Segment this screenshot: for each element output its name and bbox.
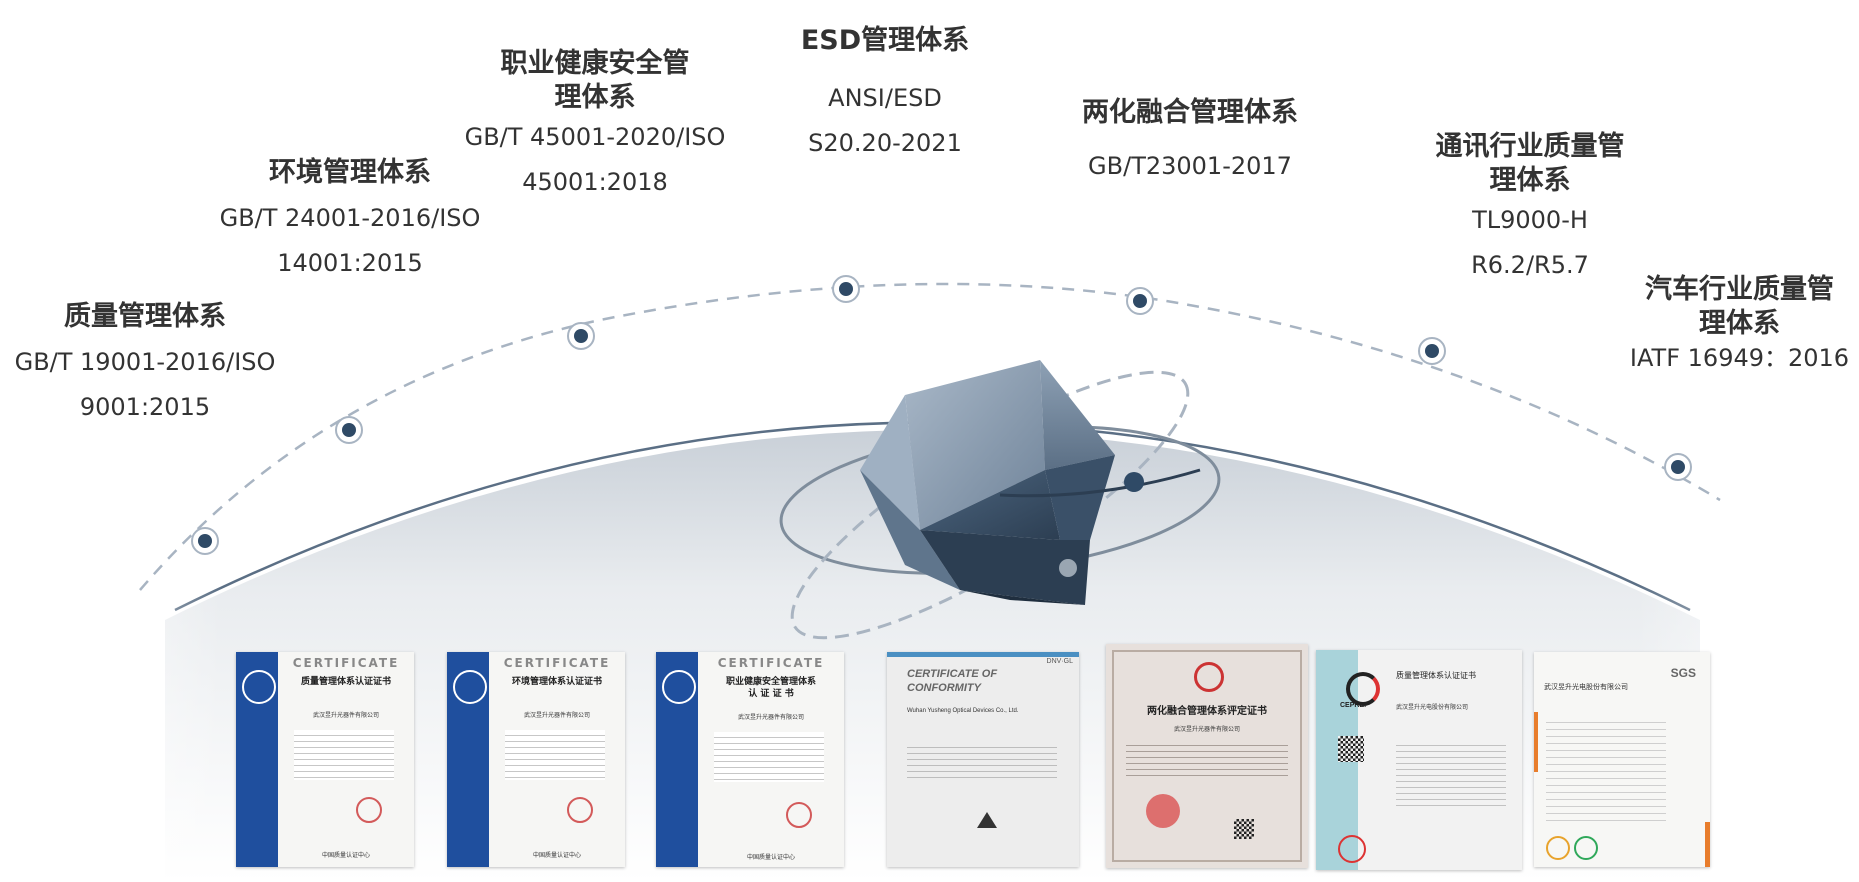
- top-stripe: [887, 652, 1079, 657]
- logo-triangle-icon: [977, 812, 997, 828]
- system-environment-std-2: 14001:2015: [277, 249, 423, 277]
- system-esd: ESD管理体系 ANSI/ESD S20.20-2021: [740, 24, 1030, 166]
- system-esd-std-2: S20.20-2021: [808, 129, 962, 157]
- cqc-logo-icon: [662, 670, 696, 704]
- cert-footer: 中国质量认证中心: [746, 854, 795, 861]
- seal-icon: [786, 802, 812, 828]
- cert-footer: 中国质量认证中心: [532, 852, 581, 859]
- certificate-automotive: SGS 武汉昱升光电股份有限公司: [1534, 652, 1710, 867]
- cert-heading-1: CERTIFICATE OF: [907, 668, 998, 680]
- system-esd-title: ESD管理体系: [800, 25, 970, 56]
- cert-heading: CERTIFICATE: [292, 656, 400, 670]
- cert-company: 武汉昱升光器件有限公司: [312, 712, 379, 719]
- cert-title: 质量管理体系认证证书: [300, 677, 391, 687]
- system-environment-title: 环境管理体系: [269, 157, 431, 188]
- system-telecom-title-1: 通讯行业质量管: [1435, 131, 1625, 162]
- cert-company: 武汉昱升光电股份有限公司: [1396, 705, 1469, 711]
- system-ohs-title-1: 职业健康安全管: [500, 48, 690, 79]
- certificate-integration: 两化融合管理体系评定证书 武汉昱升光器件有限公司: [1106, 644, 1308, 868]
- cert-brand: DNV·GL: [1046, 658, 1073, 665]
- cert-company: 武汉昱升光器件有限公司: [737, 714, 804, 721]
- cert-brand: CEPREI: [1340, 702, 1367, 709]
- cert-company: 武汉昱升光电股份有限公司: [1544, 684, 1628, 691]
- qr-code-icon: [1234, 819, 1254, 839]
- seal-icon: [567, 797, 593, 823]
- cert-heading: CERTIFICATE: [717, 656, 825, 670]
- cert-body-lines: [1126, 740, 1288, 780]
- system-ohs-title-2: 理体系: [554, 82, 636, 113]
- system-automotive-title-1: 汽车行业质量管: [1645, 274, 1834, 305]
- ceprei-logo-icon: [1346, 672, 1380, 706]
- cert-body-lines: [714, 732, 824, 782]
- cert-title-2: 认 证 证 书: [748, 689, 794, 699]
- orange-stripe-right: [1705, 822, 1710, 867]
- seal-icon: [356, 797, 382, 823]
- qr-code-icon: [1338, 736, 1364, 762]
- system-quality-std-1: GB/T 19001-2016/ISO: [14, 348, 276, 376]
- system-environment-std-1: GB/T 24001-2016/ISO: [219, 204, 481, 232]
- cert-body-lines: [294, 730, 394, 780]
- cqc-logo-icon: [242, 670, 276, 704]
- cert-company: 武汉昱升光器件有限公司: [523, 712, 590, 719]
- cqc-logo-icon: [453, 670, 487, 704]
- cert-heading-2: CONFORMITY: [907, 682, 981, 694]
- certificate-ohs: CERTIFICATE 职业健康安全管理体系 认 证 证 书 武汉昱升光器件有限…: [656, 652, 844, 867]
- system-automotive-std-1: IATF 16949：2016: [1629, 344, 1850, 372]
- system-integration: 两化融合管理体系 GB/T23001-2017: [1045, 96, 1335, 189]
- system-ohs: 职业健康安全管 理体系 GB/T 45001-2020/ISO 45001:20…: [440, 47, 750, 205]
- system-telecom-std-1: TL9000-H: [1472, 206, 1588, 234]
- logo-icon: [1546, 836, 1570, 860]
- timeline-markers: [191, 275, 1692, 555]
- certificate-esd: DNV·GL CERTIFICATE OF CONFORMITY Wuhan Y…: [887, 652, 1079, 867]
- cert-body-lines: [1546, 716, 1666, 826]
- system-ohs-std-1: GB/T 45001-2020/ISO: [464, 123, 726, 151]
- cert-heading: CERTIFICATE: [503, 656, 611, 670]
- system-automotive: 汽车行业质量管 理体系 IATF 16949：2016: [1620, 273, 1859, 375]
- cert-title-1: 职业健康安全管理体系: [725, 677, 816, 687]
- system-environment: 环境管理体系 GB/T 24001-2016/ISO 14001:2015: [205, 156, 495, 286]
- system-ohs-std-2: 45001:2018: [522, 168, 668, 196]
- cert-body-lines: [505, 730, 605, 780]
- logo-icon-2: [1574, 836, 1598, 860]
- cert-frame: [1112, 650, 1302, 862]
- cert-company: 武汉昱升光器件有限公司: [1173, 726, 1240, 733]
- cert-title: 环境管理体系认证证书: [511, 677, 602, 687]
- certificate-telecom: CEPREI 质量管理体系认证证书 武汉昱升光电股份有限公司: [1316, 650, 1522, 870]
- certificate-quality: CERTIFICATE 质量管理体系认证证书 武汉昱升光器件有限公司 中国质量认…: [236, 652, 414, 867]
- certificate-environment: CERTIFICATE 环境管理体系认证证书 武汉昱升光器件有限公司 中国质量认…: [447, 652, 625, 867]
- crystal-graphic: [779, 360, 1221, 640]
- system-automotive-title-2: 理体系: [1699, 308, 1780, 339]
- cert-company: Wuhan Yusheng Optical Devices Co., Ltd.: [907, 708, 1019, 714]
- cert-title: 两化融合管理体系评定证书: [1147, 706, 1267, 717]
- system-esd-std-1: ANSI/ESD: [828, 84, 942, 112]
- system-quality-title: 质量管理体系: [64, 301, 226, 332]
- cert-title: 质量管理体系认证证书: [1396, 671, 1476, 680]
- orange-stripe: [1534, 712, 1538, 772]
- system-telecom-title-2: 理体系: [1489, 165, 1571, 196]
- system-telecom-std-2: R6.2/R5.7: [1471, 251, 1589, 279]
- system-integration-title: 两化融合管理体系: [1082, 97, 1298, 128]
- system-quality-std-2: 9001:2015: [79, 393, 211, 421]
- system-telecom: 通讯行业质量管 理体系 TL9000-H R6.2/R5.7: [1380, 130, 1680, 288]
- cert-body-lines: [1396, 740, 1506, 810]
- g-logo-icon: [1194, 662, 1224, 692]
- seal-icon: [1146, 794, 1180, 828]
- system-integration-std-1: GB/T23001-2017: [1088, 152, 1292, 180]
- cert-footer: 中国质量认证中心: [321, 852, 370, 859]
- seal-icon: [1338, 835, 1366, 863]
- cert-body-lines: [907, 742, 1057, 782]
- system-quality: 质量管理体系 GB/T 19001-2016/ISO 9001:2015: [0, 300, 290, 430]
- cert-brand: SGS: [1670, 666, 1696, 680]
